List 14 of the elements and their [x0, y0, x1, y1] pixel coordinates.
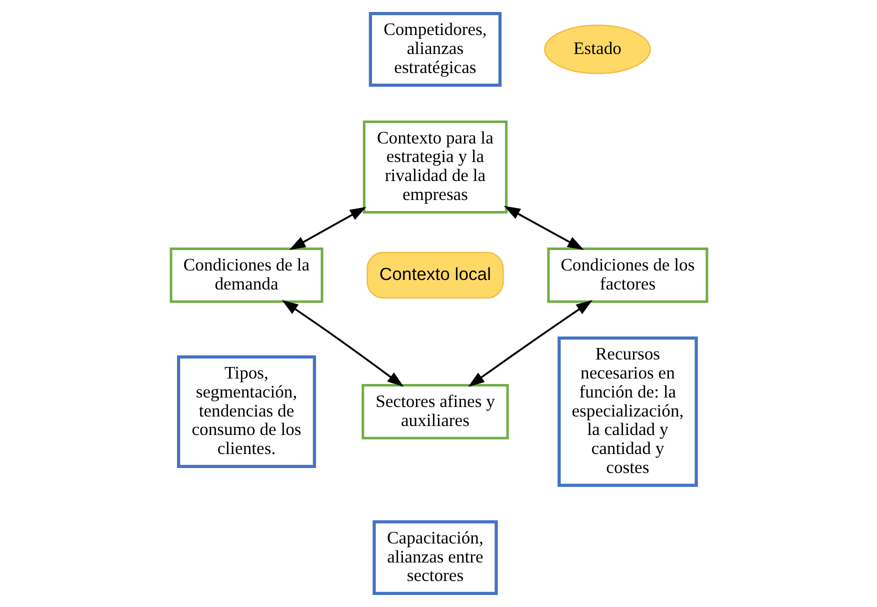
node-box: Recursos necesarios en función de: la especialización, la calidad y cantidad y costes	[557, 336, 698, 487]
node-box: Tipos, segmentación, tendencias de consumo de los clientes.	[176, 355, 316, 468]
node-box: Condiciones de los factores	[546, 248, 708, 303]
arrow	[281, 300, 404, 387]
node-ellipse: Estado	[544, 24, 650, 74]
arrow	[288, 206, 366, 250]
arrow	[468, 300, 592, 387]
node-box: Competidores, alianzas estratégicas	[368, 12, 502, 87]
arrow	[503, 206, 584, 250]
node-box: Contexto local	[366, 252, 504, 298]
node-box: Capacitación, alianzas entre sectores	[372, 520, 498, 596]
node-box: Sectores afines y auxiliares	[361, 384, 508, 440]
node-box: Contexto para la estrategia y la rivalidad de la empresas	[362, 120, 508, 214]
node-box: Condiciones de la demanda	[169, 248, 323, 303]
